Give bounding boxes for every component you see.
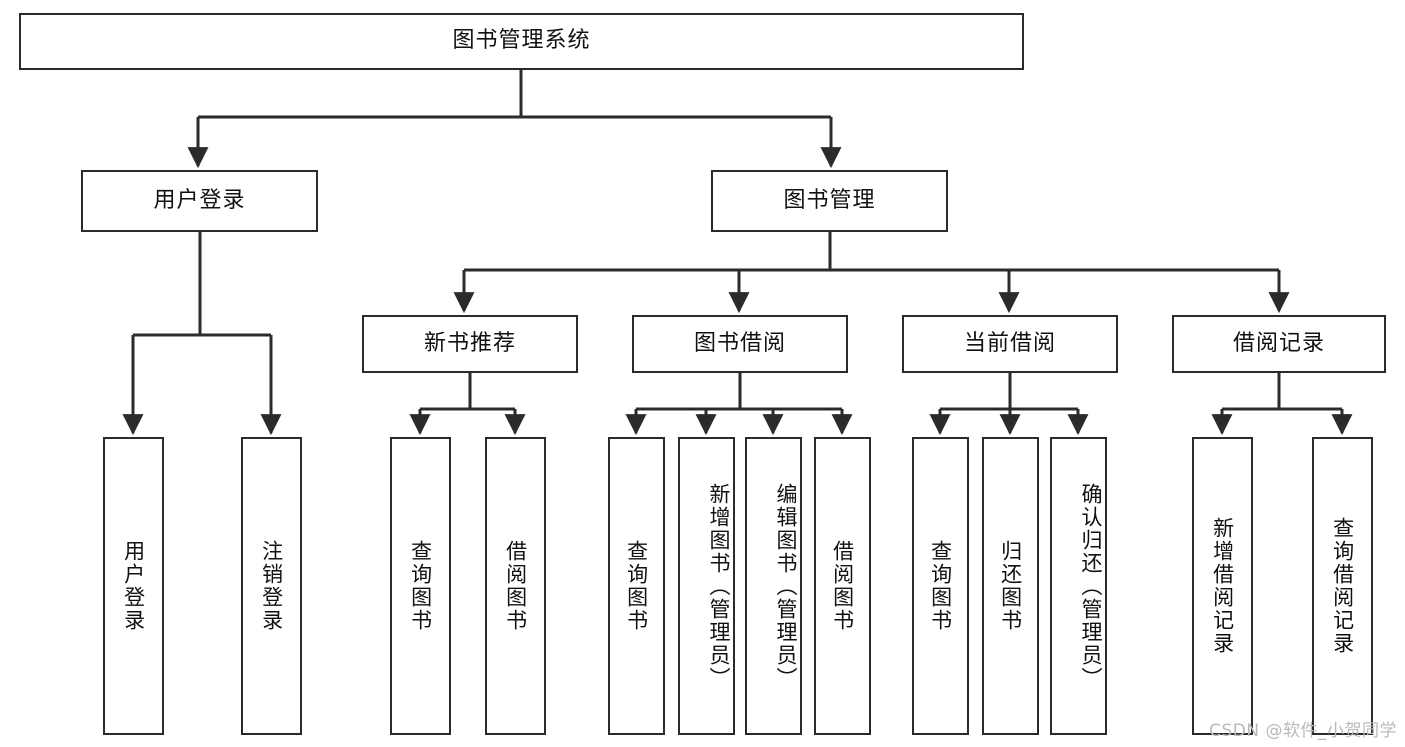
node-leaf-user-login-label: 用户登录 xyxy=(121,540,146,632)
node-current-borrow[interactable]: 当前借阅 xyxy=(902,315,1118,373)
node-borrow-record-label: 借阅记录 xyxy=(1232,330,1325,356)
node-leaf-borrow-book-2[interactable]: 借阅图书 xyxy=(814,437,871,735)
node-leaf-add-book-admin[interactable]: 新增图书（管理员） xyxy=(678,437,735,735)
node-leaf-user-login[interactable]: 用户登录 xyxy=(103,437,164,735)
node-leaf-query-book-3-label: 查询图书 xyxy=(928,540,953,632)
node-current-borrow-label: 当前借阅 xyxy=(963,330,1056,356)
node-leaf-borrow-book-2-label: 借阅图书 xyxy=(830,540,855,632)
csdn-watermark: CSDN @软件_小贺同学 xyxy=(1209,721,1397,741)
node-user-login-label: 用户登录 xyxy=(153,187,246,213)
node-leaf-confirm-return-admin[interactable]: 确认归还（管理员） xyxy=(1050,437,1107,735)
node-leaf-borrow-book-1-label: 借阅图书 xyxy=(503,540,528,632)
node-leaf-query-book-2-label: 查询图书 xyxy=(624,540,649,632)
node-new-book-recommend[interactable]: 新书推荐 xyxy=(362,315,578,373)
node-leaf-query-book-2[interactable]: 查询图书 xyxy=(608,437,665,735)
node-leaf-query-book-1[interactable]: 查询图书 xyxy=(390,437,451,735)
node-leaf-add-borrow-record[interactable]: 新增借阅记录 xyxy=(1192,437,1253,735)
node-leaf-edit-book-admin-label: 编辑图书（管理员） xyxy=(774,482,798,690)
node-leaf-return-book[interactable]: 归还图书 xyxy=(982,437,1039,735)
node-root-label: 图书管理系统 xyxy=(452,28,591,54)
node-leaf-add-book-admin-label: 新增图书（管理员） xyxy=(707,482,731,690)
node-leaf-query-borrow-record[interactable]: 查询借阅记录 xyxy=(1312,437,1373,735)
node-leaf-add-borrow-record-label: 新增借阅记录 xyxy=(1210,517,1235,655)
node-leaf-confirm-return-admin-label: 确认归还（管理员） xyxy=(1079,482,1103,690)
node-book-manage[interactable]: 图书管理 xyxy=(711,170,948,232)
node-leaf-query-borrow-record-label: 查询借阅记录 xyxy=(1330,517,1355,655)
node-leaf-query-book-1-label: 查询图书 xyxy=(408,540,433,632)
node-book-manage-label: 图书管理 xyxy=(783,187,876,213)
node-user-login[interactable]: 用户登录 xyxy=(81,170,318,232)
node-leaf-return-book-label: 归还图书 xyxy=(998,540,1023,632)
node-leaf-user-logout[interactable]: 注销登录 xyxy=(241,437,302,735)
node-borrow-record[interactable]: 借阅记录 xyxy=(1172,315,1386,373)
node-book-borrow-label: 图书借阅 xyxy=(693,330,786,356)
node-leaf-edit-book-admin[interactable]: 编辑图书（管理员） xyxy=(745,437,802,735)
node-root[interactable]: 图书管理系统 xyxy=(19,13,1024,70)
node-book-borrow[interactable]: 图书借阅 xyxy=(632,315,848,373)
node-leaf-user-logout-label: 注销登录 xyxy=(259,540,284,632)
node-leaf-query-book-3[interactable]: 查询图书 xyxy=(912,437,969,735)
node-new-book-recommend-label: 新书推荐 xyxy=(423,330,516,356)
node-leaf-borrow-book-1[interactable]: 借阅图书 xyxy=(485,437,546,735)
